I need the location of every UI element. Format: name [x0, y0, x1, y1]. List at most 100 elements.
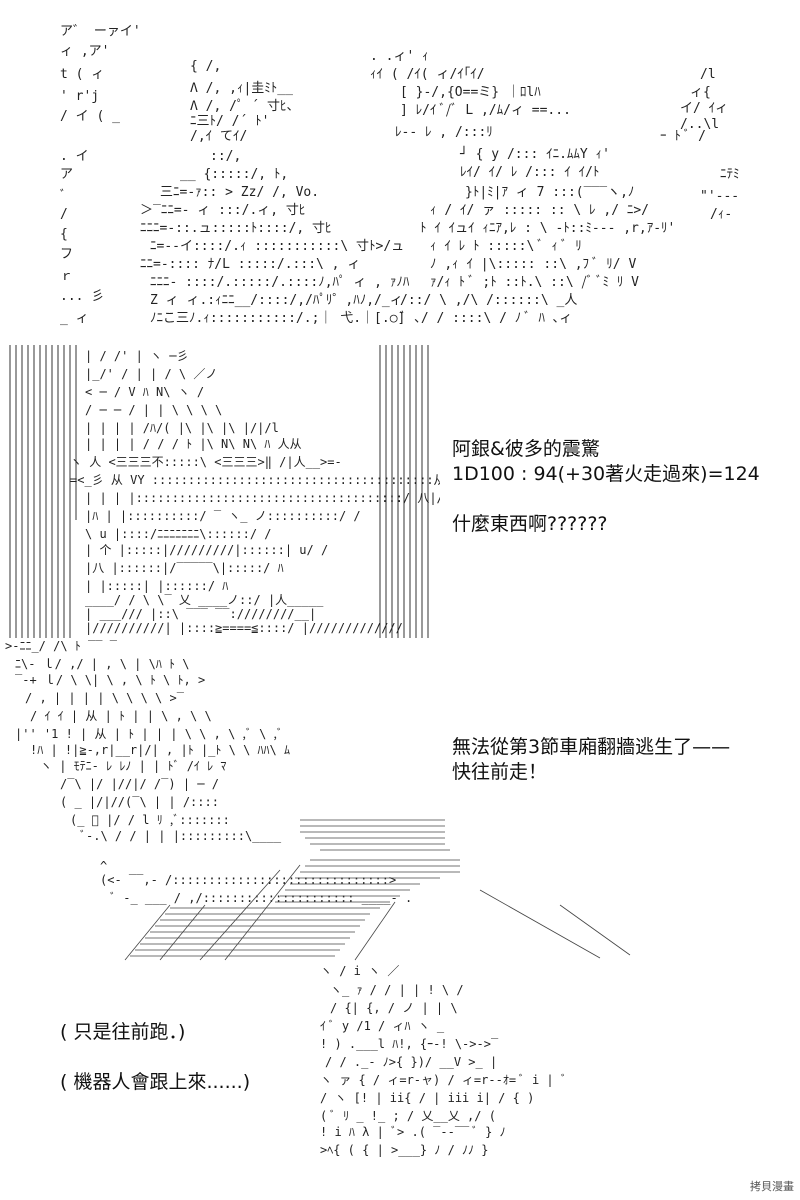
robots-running-panel: ヽ / i ヽ ／ ヽ_ ｧ / / | | ! \ / / {| {, / ノ…	[300, 960, 780, 1170]
svg-text:/ / ._- ﾉ>{ })/: / / ._- ﾉ>{ })/ __V >_ |	[325, 1055, 497, 1069]
svg-text:< ─ / V ﾊ N\ ヽ /: < ─ / V ﾊ N\ ヽ /	[85, 385, 204, 399]
svg-text:/,ｲ てｲ/: /,ｲ てｲ/	[190, 129, 247, 144]
svg-text:|//////////| |::::≧====≦::::/: |//////////| |::::≧====≦::::/ |/////////…	[85, 621, 403, 635]
svg-text:{ /,: { /,	[190, 59, 221, 74]
svg-text:| ___/// |::\ ‾‾‾ ‾‾://///: | ___/// |::\ ‾‾‾ ‾‾:////////__|	[85, 607, 316, 621]
svg-text:(<- ‾‾,- /::::: (<- ‾‾,- /::::::::::::::::::::::::::::::…	[100, 873, 396, 887]
svg-text:イ/ ｲィ: イ/ ｲィ	[680, 101, 728, 116]
svg-text:ｲ ﾞ y /1 /: ｲ ﾞ y /1 / ィﾊ ヽ _	[320, 1019, 445, 1033]
svg-text:|_/' / | | / \: |_/' / | | / \ ／ノ	[85, 367, 217, 381]
svg-text:{: {	[60, 227, 68, 242]
svg-text:ヽ | ﾓﾃﾆ- ﾚ ﾚﾉ | | ﾄﾞ: ヽ | ﾓﾃﾆ- ﾚ ﾚﾉ | | ﾄﾞ /ｲ ﾚ ﾏ	[40, 759, 226, 773]
svg-text:/ ｲ ｲ | 从 | ﾄ | | \: / ｲ ｲ | 从 | ﾄ | | \ , \ \	[30, 709, 212, 723]
svg-text:/ ─ ─ / | | \ \ \: / ─ ─ / | | \ \ \ \	[85, 403, 222, 417]
svg-text:/‾\ |/ |//|/ /‾) |: /‾\ |/ |//|/ /‾) | ─ /	[60, 777, 219, 791]
svg-text:/ｨ-: /ｨ-	[710, 207, 732, 222]
svg-text:ヽ 人 <三三三不:::::\ <三三三>‖ /|人__: ヽ 人 <三三三不:::::\ <三三三>‖ /|人__>=-	[70, 455, 342, 469]
svg-text:>-ﾆﾆ_/ /\ ﾄ: >-ﾆﾆ_/ /\ ﾄ ‾‾ ‾	[5, 640, 118, 653]
svg-text:ﾆﾆ=-:::: ﾅ/L :::::/.:::\ , ィ: ﾆﾆ=-:::: ﾅ/L :::::/.:::\ , ィ	[140, 257, 360, 272]
svg-text:/..\l: /..\l	[680, 117, 719, 132]
caption-cannot-escape: 無法從第3節車廂翻牆逃生了——	[452, 736, 731, 758]
svg-text:ﾚｲ/ ｲ/ ﾚ /::: ｲ ｲ/ﾄ: ﾚｲ/ ｲ/ ﾚ /::: ｲ ｲ/ﾄ	[460, 165, 599, 180]
explosion-ascii-art: ア゛ ーァイ' ィ ,ア' t ( ィ ' r'j / イ ( _ . イ ア …	[60, 24, 740, 326]
shocked-face-ascii-art: | / /' | ヽ ─彡 |_/' / | | / \ ／ノ < ─ / V …	[9, 345, 492, 638]
svg-text:ﾉ ,ｨ ｲ |\::::: ::\ ,ﾌ ﾞ: ﾉ ,ｨ ｲ |\::::: ::\ ,ﾌ ﾞ ﾘ/ V	[430, 257, 636, 272]
svg-text:( ﾞ ﾘ _ !_ ; /: ( ﾞ ﾘ _ !_ ; / 乂__乂 ,/ (	[320, 1109, 496, 1123]
svg-text:! ) .___l ﾊ!, {ｰ: ! ) .___l ﾊ!, {ｰ-! \‐>‐>‾	[320, 1037, 499, 1051]
caption-dice-roll: 1D100 : 94(+30著火走過來)=124	[452, 463, 760, 485]
svg-text:' r'j: ' r'j	[60, 89, 99, 104]
running-figure-ascii-art: >-ﾆﾆ_/ /\ ﾄ ‾‾ ‾ ﾆ\- ｌ/ ,/ | , \ | \ﾊ ﾄ …	[5, 639, 631, 961]
svg-text:ﾆﾆﾆ=-::.ュ:::::ﾄ::::/, 寸ﾋ: ﾆﾆﾆ=-::.ュ:::::ﾄ::::/, 寸ﾋ	[140, 221, 332, 236]
svg-text:ﾉﾆこ三ﾉ.ｨ:::::::::::/.;｜ 弋.｜[.○]: ﾉﾆこ三ﾉ.ｨ:::::::::::/.;｜ 弋.｜[.○]	[150, 311, 405, 326]
svg-text:. .ィ' ｨ: . .ィ' ｨ	[370, 49, 429, 64]
svg-text:_ ィ: _ ィ	[60, 311, 89, 326]
svg-text:ィ{: ィ{	[690, 85, 711, 100]
svg-text:. イ: . イ	[60, 149, 89, 164]
svg-text:/ , | | | | \ \: / , | | | | \ \ \ \ >‾	[25, 691, 185, 705]
svg-text:____/ / \ \‾ 乂 ____ノ::/ |人: ____/ / \ \‾ 乂 ____ノ::/ |人_____	[85, 593, 324, 607]
svg-text:ﾞ: ﾞ	[60, 189, 67, 204]
svg-text:ﾆﾃﾐ: ﾆﾃﾐ	[720, 167, 740, 182]
svg-text:| / /' |: | / /' | ヽ ─彡	[85, 349, 188, 363]
running-figure-panel: >-ﾆﾆ_/ /\ ﾄ ‾‾ ‾ ﾆ\- ｌ/ ,/ | , \ | \ﾊ ﾄ …	[0, 639, 650, 970]
svg-text:ｨ ｲ ﾚ ﾄ :::::\ ﾞ ｨ ﾞ ﾘ: ｨ ｲ ﾚ ﾄ :::::\ ﾞ ｨ ﾞ ﾘ	[430, 239, 582, 254]
svg-text:t ( ィ: t ( ィ	[60, 67, 104, 82]
caption-robot-follows: ( 機器人會跟上來......)	[60, 1071, 251, 1093]
svg-text:三ﾆ=-ｧ:: > Zz/ /, Vo.: 三ﾆ=-ｧ:: > Zz/ /, Vo.	[160, 185, 319, 200]
watermark-logo: 拷貝漫畫	[750, 1180, 794, 1193]
svg-text:|八 |::::::|/‾‾‾‾‾\|:::::/ ﾊ: |八 |::::::|/‾‾‾‾‾\|:::::/ ﾊ	[85, 561, 284, 575]
svg-text:＞‾ﾆﾆ=- ィ :::/.ィ, 寸ﾋ: ＞‾ﾆﾆ=- ィ :::/.ィ, 寸ﾋ	[140, 203, 305, 218]
svg-text:┘ { y /::: ｲﾆ.ﾑﾑY ｨ': ┘ { y /::: ｲﾆ.ﾑﾑY ｨ'	[459, 145, 610, 162]
svg-text:] ﾚ/ｲ ﾞ/ﾞ L ,/ﾑ/ィ ==...: ] ﾚ/ｲ ﾞ/ﾞ L ,/ﾑ/ィ ==...	[400, 103, 571, 118]
caption-just-run: ( 只是往前跑．)	[60, 1021, 186, 1043]
svg-text:Z ィ ィ.:ｨﾆﾆ__/::::/,/ﾊﾟﾘ゜,ﾊﾉ,/_: Z ィ ィ.:ｨﾆﾆ__/::::/,/ﾊﾟﾘ゜,ﾊﾉ,/_ィ	[150, 293, 403, 308]
svg-text:! i ﾊ λ | ﾞ> .(: ! i ﾊ λ | ﾞ> .( ‾--‾‾ ﾞ } ﾉ	[320, 1125, 506, 1139]
svg-text:ﾞ -_ ___ / ,/:::::::::: ﾞ -_ ___ / ,/::::::::::::::::::::: ____-…	[110, 891, 412, 905]
svg-text:ﾚ-- ﾚ , /:::ﾘ: ﾚ-- ﾚ , /:::ﾘ	[395, 125, 493, 140]
svg-text:| | | |::::::::::::::::::::: | | | |:::::::::::::::::::::::::::::::::…	[85, 491, 440, 505]
svg-text:"'---: "'---	[700, 189, 739, 204]
svg-text:>ﾍ{ ( { | >___} ﾉ: >ﾍ{ ( { | >___} ﾉ / ﾉﾉ }	[320, 1143, 489, 1157]
svg-text:ﾄ ｲ ｲュｲ ｨﾆｱ,ﾚ : \ -ﾄ::ﾐ---: ﾄ ｲ ｲュｲ ｨﾆｱ,ﾚ : \ -ﾄ::ﾐ--- ,r,ｱ-ﾘ'	[420, 221, 675, 236]
svg-text:ヽ /: ヽ / i ヽ ／	[320, 964, 399, 978]
robots-ascii-art: ヽ / i ヽ ／ ヽ_ ｧ / / | | ! \ / / {| {, / ノ…	[320, 964, 567, 1157]
svg-text:Λ /, /ﾟ ´ 寸ﾋ、: Λ /, /ﾟ ´ 寸ﾋ、	[190, 99, 299, 114]
svg-text:| | | | /ﾊ/( |\ |\ |\: | | | | /ﾊ/( |\ |\ |\ |/|/l	[85, 421, 279, 435]
svg-text:::/,: ::/,	[210, 149, 241, 164]
explosion-panel: ア゛ ーァイ' ィ ,ア' t ( ィ ' r'j / イ ( _ . イ ア …	[0, 0, 800, 335]
svg-text:ヽ_ ｧ / / |: ヽ_ ｧ / / | | ! \ /	[330, 983, 464, 997]
svg-text:ｨｲ ( /ｲ( ィ/ｲ｢ｲ/: ｨｲ ( /ｲ( ィ/ｲ｢ｲ/	[370, 67, 485, 82]
svg-text:ｒ: ｒ	[60, 269, 73, 284]
caption-shock-title: 阿銀&彼多的震驚	[452, 438, 600, 460]
svg-text:ﾆ\- ｌ/ ,/ | , \ | \ﾊ: ﾆ\- ｌ/ ,/ | , \ | \ﾊ ﾄ \	[15, 657, 190, 671]
svg-text:__ {:::::/, ﾄ,: __ {:::::/, ﾄ,	[180, 167, 288, 182]
svg-text:/::/ \ ,/\ /::::::\ _人: /::/ \ ,/\ /::::::\ _人	[400, 293, 577, 308]
svg-text:ｨ / ｲ/ ァ ::::: :: \ ﾚ ,/: ｨ / ｲ/ ァ ::::: :: \ ﾚ ,/ ﾆ>/	[430, 203, 649, 218]
svg-text:/: /	[60, 207, 68, 222]
svg-text:!ﾊ | !|≧-,r|__r|/| , |ﾄ |_ﾄ: !ﾊ | !|≧-,r|__r|/| , |ﾄ |_ﾄ \ \ ﾊﾊ\ ﾑ	[30, 743, 290, 757]
svg-text:ア゛ ーァイ': ア゛ ーァイ'	[60, 24, 141, 39]
svg-text:ｰ ﾄ ﾞ /: ｰ ﾄ ﾞ /	[660, 129, 706, 144]
svg-text:( _ |/|//(‾\ |: ( _ |/|//(‾\ | | /::::	[60, 795, 219, 809]
caption-move-forward: 快往前走！	[452, 761, 548, 783]
svg-text:| 个 |:::::|/////////|::::::|: | 个 |:::::|/////////|::::::| u/ /	[85, 543, 328, 557]
svg-text:/l: /l	[700, 67, 716, 82]
svg-text:|ﾊ | |::::::::::/ ‾ ヽ_ ノ::::: |ﾊ | |::::::::::/ ‾ ヽ_ ノ::::::::::/ /	[85, 509, 361, 523]
svg-text:| |:::::| |::::::/ ﾊ: | |:::::| |::::::/ ﾊ	[85, 579, 228, 593]
svg-text:/ ヽ [! | ii{ /: / ヽ [! | ii{ / | iii i| / { )	[320, 1091, 534, 1105]
svg-text:フ: フ	[60, 247, 73, 262]
svg-text:|'' '1 ! | 从 | ﾄ | | |: |'' '1 ! | 从 | ﾄ | | | \ \ , \ ,ﾞ \ ,ﾞ	[15, 727, 283, 741]
svg-text:ィ ,ア': ィ ,ア'	[60, 44, 109, 59]
svg-text:=<_彡 从 VY ::::::::::::::::::::: =<_彡 从 VY ::::::::::::::::::::::::::::::…	[70, 473, 440, 487]
svg-text:ｧ/ｨ ﾄ ﾞ ;ﾄ ::ﾄ.\ ::\ /ﾞ ﾞﾐ: ｧ/ｨ ﾄ ﾞ ;ﾄ ::ﾄ.\ ::\ /ﾞ ﾞﾐ ﾘ V	[430, 275, 639, 290]
svg-text:}ﾄ|ﾐ|ｱ ィ 7 :::(‾‾‾ヽ,ﾉ: }ﾄ|ﾐ|ｱ ィ 7 :::(‾‾‾ヽ,ﾉ	[465, 185, 634, 200]
svg-text:\ u |::::/ﾆﾆﾆﾆﾆﾆﾆ\::::::/ /: \ u |::::/ﾆﾆﾆﾆﾆﾆﾆ\::::::/ /	[85, 527, 272, 541]
svg-text:‾-+ ｌ/ \ \| \ , \: ‾-+ ｌ/ \ \| \ , \ ﾄ \ ﾄ, >	[15, 673, 205, 687]
svg-text:[ }-/,{O==ミ} ｜ﾛlﾊ: [ }-/,{O==ミ} ｜ﾛlﾊ	[400, 85, 541, 100]
svg-text:^: ^	[100, 859, 107, 873]
svg-text:| | | | / / / ﾄ |\ N\ N\: | | | | / / / ﾄ |\ N\ N\ ﾊ 人从	[85, 437, 302, 451]
svg-text:ﾆ=--イ::::/.ｨ :::::::::::\ 寸ﾄ>: ﾆ=--イ::::/.ｨ :::::::::::\ 寸ﾄ>/ュ	[150, 239, 404, 254]
svg-text:Λ /, ,ｨ|圭ﾐﾄ__: Λ /, ,ｨ|圭ﾐﾄ__	[190, 81, 293, 96]
svg-text:... 彡: ... 彡	[60, 289, 104, 304]
